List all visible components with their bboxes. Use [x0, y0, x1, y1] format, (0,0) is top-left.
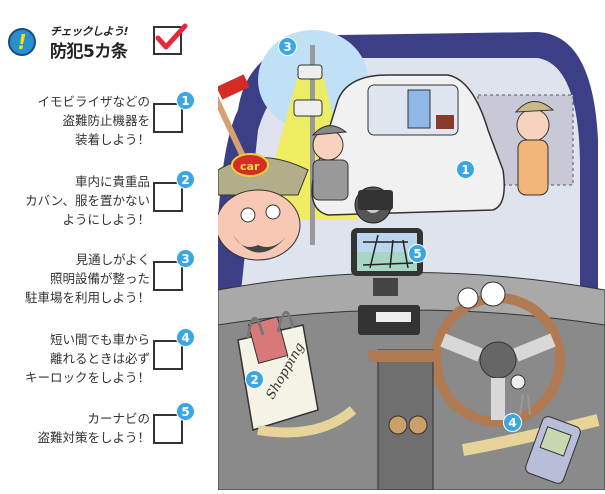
checkbox[interactable]: [153, 414, 183, 444]
text-line: 盗難対策をしよう！: [37, 430, 150, 445]
text-line: 装着しよう！: [74, 132, 150, 147]
checkmark-box-icon: [153, 23, 188, 55]
checklist-item-text: カーナビの 盗難対策をしよう！: [37, 409, 150, 447]
checkbox[interactable]: [153, 182, 183, 212]
text-line: カーナビの: [87, 411, 150, 426]
illustration-badge-1: 1: [456, 160, 475, 179]
header-subtitle: チェックしよう!: [50, 25, 129, 38]
text-line: 離れるときは必ず: [49, 351, 150, 366]
text-line: 駐車場を利用しよう！: [24, 290, 150, 305]
text-line: イモビライザなどの: [37, 94, 150, 109]
checklist-item-text: イモビライザなどの 盗難防止機器を 装着しよう！: [37, 92, 150, 149]
checklist-item-text: 短い間でも車から 離れるときは必ず キーロックをしよう！: [25, 330, 150, 387]
illustration-badge-5: 5: [408, 244, 427, 263]
text-line: 盗難防止機器を: [62, 113, 150, 128]
illustration-badge-3: 3: [278, 37, 297, 56]
number-badge: 3: [176, 249, 195, 268]
page-title: 防犯5カ条: [50, 42, 128, 62]
number-badge: 2: [176, 170, 195, 189]
text-line: 照明設備が整った: [49, 271, 150, 286]
text-line: 短い間でも車から: [49, 332, 150, 347]
text-line: ようにしよう！: [62, 212, 150, 227]
checkbox[interactable]: [153, 261, 183, 291]
text-line: キーロックをしよう！: [24, 370, 150, 385]
exclamation-circle-icon: !: [8, 28, 36, 56]
checkbox[interactable]: [153, 340, 183, 370]
checklist-item-text: 見通しがよく 照明設備が整った 駐車場を利用しよう！: [25, 250, 150, 307]
checklist-item-text: 車内に貴重品 カバン、服を置かない ようにしよう！: [25, 172, 150, 229]
illustration-badge-4: 4: [503, 413, 522, 432]
text-line: 見通しがよく: [75, 252, 150, 267]
text-line: 車内に貴重品: [74, 174, 150, 189]
number-badge: 5: [176, 402, 195, 421]
car-crime-illustration: car Shopping: [210, 20, 605, 491]
checkbox[interactable]: [153, 103, 183, 133]
svg-text:car: car: [240, 160, 260, 173]
number-badge: 4: [176, 328, 195, 347]
text-line: カバン、服を置かない: [25, 193, 150, 208]
number-badge: 1: [176, 91, 195, 110]
illustration-badge-2: 2: [245, 370, 264, 389]
